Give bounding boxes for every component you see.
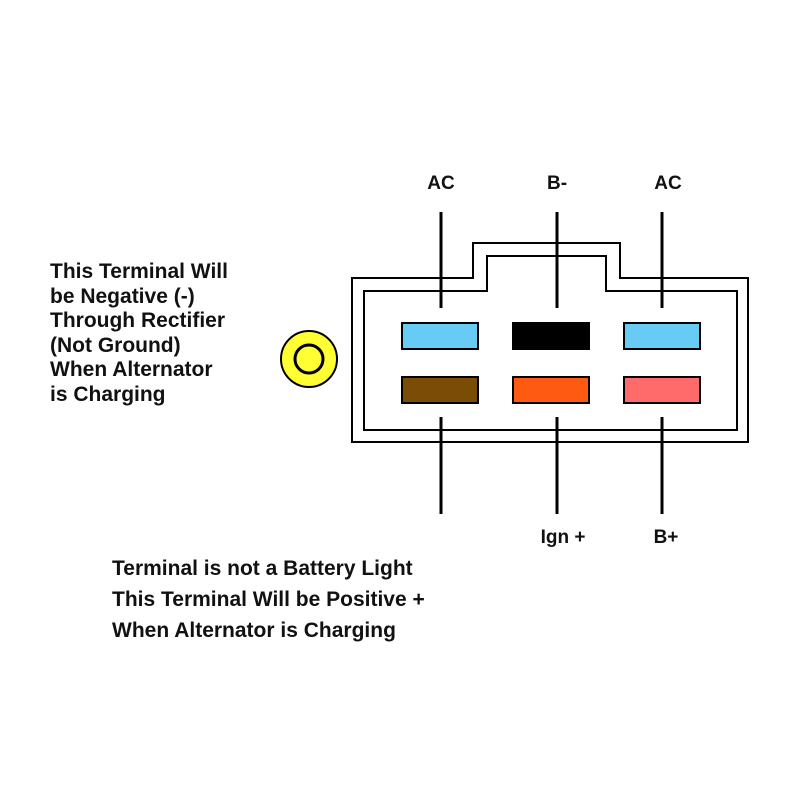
terminal-ac-right: [623, 322, 701, 350]
note-line: is Charging: [50, 382, 166, 406]
terminal-ign-plus: [512, 376, 590, 404]
label-ac-left: AC: [427, 173, 455, 194]
note-line: This Terminal Will be Positive +: [112, 588, 425, 611]
marker-circle-icon: [280, 330, 338, 388]
connector-housing-outer: [351, 242, 749, 443]
terminal-bottom-left: [401, 376, 479, 404]
label-b-plus: B+: [654, 527, 679, 548]
label-b-minus: B-: [547, 173, 567, 194]
note-line: When Alternator: [50, 358, 213, 381]
note-line: Through Rectifier: [50, 309, 226, 332]
note-line: (Not Ground): [50, 333, 181, 357]
label-ign-plus: Ign +: [541, 527, 586, 548]
positive-terminal-note: Terminal is not a Battery Light This Ter…: [112, 553, 425, 646]
note-line: be Negative (-): [50, 284, 195, 308]
terminal-ac-left: [401, 322, 479, 350]
note-line: Terminal is not a Battery Light: [112, 557, 413, 580]
terminal-b-plus: [623, 376, 701, 404]
terminal-b-minus: [512, 322, 590, 350]
note-line: This Terminal Will: [50, 260, 228, 283]
connector-housing-inner: [363, 255, 738, 431]
label-ac-right: AC: [654, 173, 682, 194]
note-line: When Alternator is Charging: [112, 619, 396, 642]
negative-terminal-note: This Terminal Will be Negative (-) Throu…: [50, 260, 228, 407]
